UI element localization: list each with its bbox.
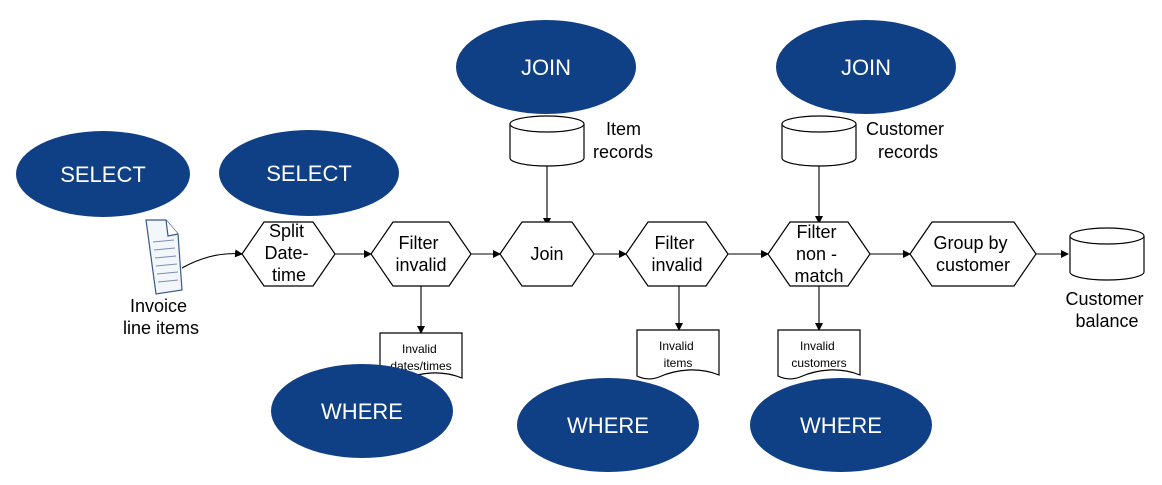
sql-oval-select-1: SELECT — [16, 131, 190, 217]
item-records-label-line: Item — [606, 119, 641, 139]
customer-balance-label: Customer balance — [1065, 289, 1148, 331]
reject-label-line: dates/times — [390, 359, 451, 373]
step-group-by-customer: Group by customer — [909, 221, 1037, 287]
step-label-line: Filter — [398, 233, 438, 253]
item-records-label: Item records — [593, 119, 653, 162]
reject-label-line: Invalid — [402, 342, 437, 356]
svg-text:Group by customer: Group by customer — [933, 233, 1012, 275]
reject-invalid-items: Invalid items — [636, 329, 720, 380]
step-split-datetime: Split Date- time — [241, 221, 336, 287]
reject-label-line: items — [664, 356, 693, 370]
sql-oval-where-1: WHERE — [271, 364, 453, 458]
database-icon-item-records — [509, 115, 585, 167]
svg-text:Split Date- time: Split Date- time — [264, 221, 313, 285]
step-label-line: Split — [269, 221, 304, 241]
step-label-line: Filter — [654, 233, 694, 253]
step-label-line: Filter — [796, 222, 836, 242]
svg-text:Filter invalid: Filter invalid — [651, 233, 702, 275]
reject-label-line: Invalid — [659, 339, 694, 353]
customer-records-label: Customer records — [866, 119, 949, 162]
sql-oval-join-1: JOIN — [456, 20, 636, 114]
reject-label-line: Invalid — [800, 339, 835, 353]
customer-balance-label-line: balance — [1075, 311, 1138, 331]
invoice-label-line: Invoice — [130, 296, 187, 316]
sql-oval-label: WHERE — [800, 413, 882, 438]
customer-balance-label-line: Customer — [1065, 289, 1143, 309]
step-label-line: non - — [796, 244, 837, 264]
customer-records-label-line: Customer — [866, 119, 944, 139]
step-label-line: invalid — [395, 255, 446, 275]
step-filter-invalid-items: Filter invalid — [625, 221, 729, 287]
document-icon — [145, 219, 183, 295]
step-label-line: invalid — [651, 255, 702, 275]
svg-text:Join: Join — [530, 244, 563, 264]
sql-oval-label: JOIN — [521, 55, 571, 80]
step-label-line: Group by — [933, 233, 1007, 253]
sql-oval-label: SELECT — [60, 162, 146, 187]
sql-oval-where-2: WHERE — [517, 378, 699, 472]
sql-oval-label: WHERE — [321, 399, 403, 424]
step-label-line: Date- — [264, 243, 308, 263]
sql-oval-join-2: JOIN — [776, 20, 956, 114]
svg-text:Invalid customers: Invalid customers — [791, 339, 846, 370]
svg-text:Invalid dates/times: Invalid dates/times — [390, 342, 451, 373]
sql-oval-label: SELECT — [266, 161, 352, 186]
svg-text:Filter non - match: Filter non - match — [794, 222, 843, 286]
sql-oval-where-3: WHERE — [750, 378, 932, 472]
step-filter-non-match: Filter non - match — [767, 221, 871, 287]
item-records-label-line: records — [593, 142, 653, 162]
step-label-line: Join — [530, 244, 563, 264]
step-join: Join — [499, 221, 595, 287]
step-label-line: time — [272, 265, 306, 285]
database-icon-customer-records — [781, 115, 857, 167]
step-filter-invalid-dates: Filter invalid — [370, 221, 472, 287]
step-label-line: match — [794, 266, 843, 286]
svg-text:Invalid items: Invalid items — [659, 339, 697, 370]
reject-label-line: customers — [791, 356, 846, 370]
invoice-label-line: line items — [123, 318, 199, 338]
step-label-line: customer — [936, 255, 1010, 275]
svg-text:Filter invalid: Filter invalid — [395, 233, 446, 275]
sql-oval-select-2: SELECT — [219, 130, 399, 216]
sql-oval-label: JOIN — [841, 55, 891, 80]
customer-records-label-line: records — [878, 142, 938, 162]
connector-invoice-to-split — [181, 249, 243, 269]
reject-invalid-customers: Invalid customers — [777, 329, 861, 380]
database-icon-customer-balance — [1069, 227, 1145, 281]
sql-oval-label: WHERE — [567, 413, 649, 438]
invoice-label: Invoice line items — [123, 296, 199, 338]
